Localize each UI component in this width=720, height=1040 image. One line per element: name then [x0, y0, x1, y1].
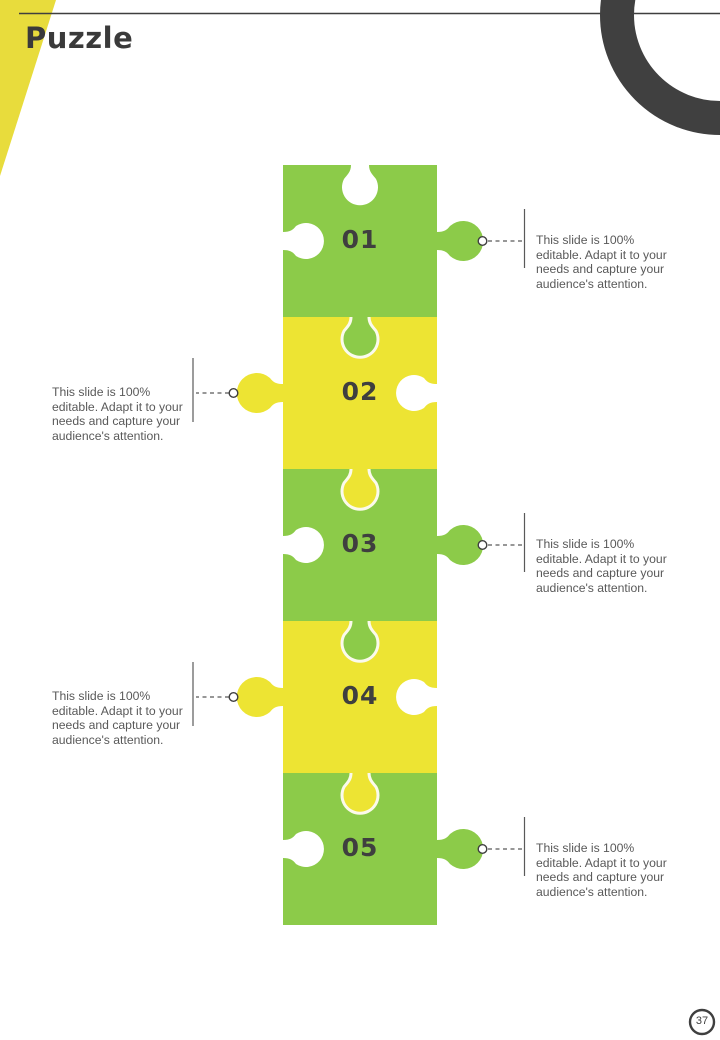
socket-right-piece-02 [396, 374, 437, 411]
annotation-line: needs and capture your [52, 414, 181, 429]
joint-knob-02-03 [340, 468, 380, 511]
annotation-line: audience's attention. [536, 277, 648, 292]
corner-triangle-decoration [0, 0, 56, 176]
connector-dot-03 [477, 540, 488, 551]
piece-04-number: 04 [341, 681, 379, 710]
socket-top-piece-01 [342, 165, 378, 206]
connector-piece-03 [477, 513, 526, 572]
annotation-line: This slide is 100% [536, 233, 635, 247]
joint-knob-04-05 [340, 772, 380, 815]
ring-decoration [600, 0, 720, 135]
annotation-piece-04: This slide is 100% editable. Adapt it to… [52, 689, 202, 748]
knob-right-piece-01 [437, 221, 484, 261]
annotation-line: needs and capture your [536, 870, 665, 885]
piece-01-number: 01 [341, 225, 379, 254]
annotation-line: needs and capture your [52, 718, 181, 733]
connector-piece-05 [477, 817, 526, 876]
socket-left-piece-01 [283, 223, 324, 259]
socket-left-piece-03 [283, 527, 324, 563]
annotation-piece-03: This slide is 100% editable. Adapt it to… [536, 537, 686, 596]
page-title: Puzzle [25, 21, 134, 55]
connector-dot-04 [228, 692, 239, 703]
piece-03-number: 03 [341, 529, 379, 558]
connector-piece-04 [192, 662, 239, 726]
piece-05-number: 05 [341, 833, 379, 862]
annotation-line: audience's attention. [52, 733, 164, 748]
page-number: 37 [695, 1015, 709, 1027]
annotation-piece-01: This slide is 100% editable. Adapt it to… [536, 233, 686, 292]
connector-dot-05 [477, 844, 488, 855]
annotation-piece-05: This slide is 100% editable. Adapt it to… [536, 841, 686, 900]
connector-dot-02 [228, 388, 239, 399]
annotation-line: editable. Adapt it to your [536, 247, 667, 262]
piece-02-number: 02 [341, 377, 379, 406]
socket-right-piece-04 [396, 679, 437, 715]
connector-dot-01 [477, 235, 488, 246]
annotation-line: editable. Adapt it to your [52, 399, 183, 414]
knob-right-piece-03 [437, 524, 484, 565]
knob-left-piece-02 [236, 372, 283, 413]
joint-knob-03-04 [340, 620, 380, 663]
annotation-line: This slide is 100% [52, 689, 151, 703]
joint-knob-01-02 [340, 316, 380, 359]
annotation-line: audience's attention. [52, 429, 164, 444]
annotation-line: This slide is 100% [52, 385, 151, 399]
annotation-line: needs and capture your [536, 262, 665, 277]
annotation-line: audience's attention. [536, 581, 648, 596]
socket-left-piece-05 [283, 830, 324, 867]
annotation-line: editable. Adapt it to your [536, 551, 667, 566]
knob-left-piece-04 [236, 677, 283, 718]
knob-right-piece-05 [437, 828, 484, 869]
page-number-circle [688, 1008, 716, 1036]
annotation-piece-02: This slide is 100% editable. Adapt it to… [52, 385, 202, 444]
annotation-line: editable. Adapt it to your [536, 855, 667, 870]
annotation-line: editable. Adapt it to your [52, 703, 183, 718]
annotation-line: This slide is 100% [536, 841, 635, 855]
connector-piece-01 [477, 209, 526, 268]
annotation-line: This slide is 100% [536, 537, 635, 551]
annotation-line: audience's attention. [536, 885, 648, 900]
connector-piece-02 [192, 358, 239, 422]
annotation-line: needs and capture your [536, 566, 665, 581]
